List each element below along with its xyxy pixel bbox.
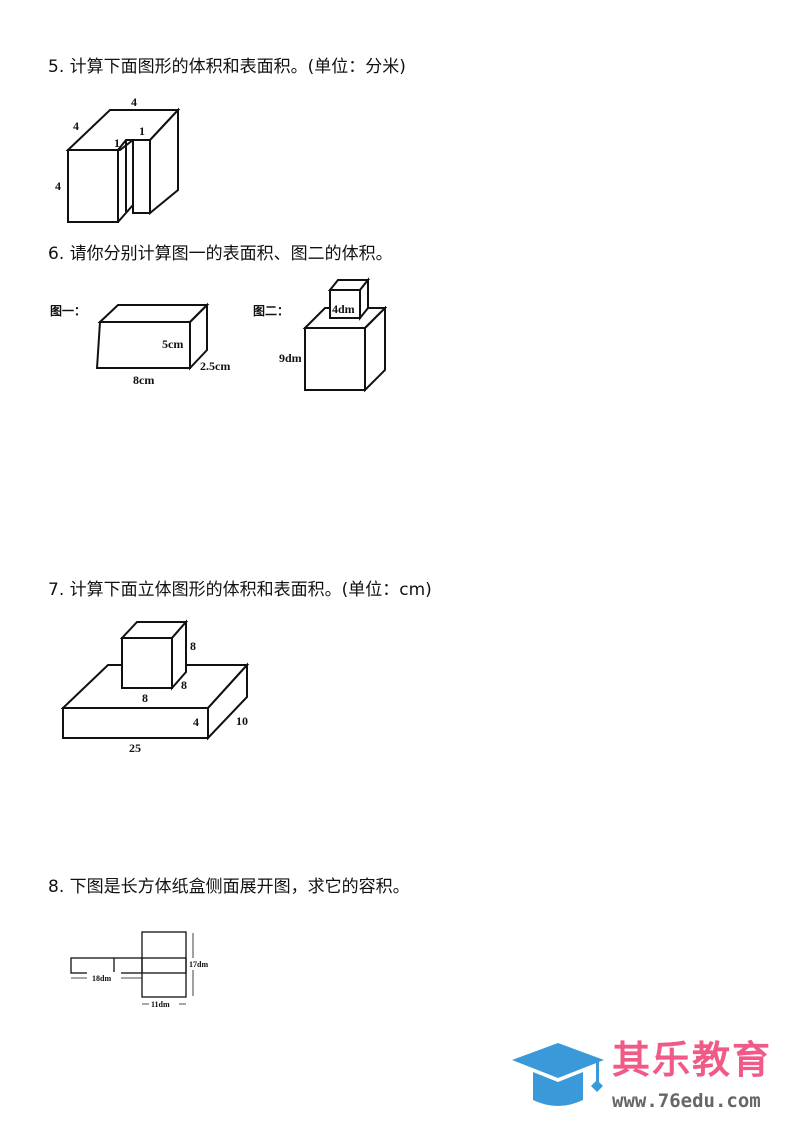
dim-label: 1 [114, 136, 120, 150]
question-6: 6. 请你分别计算图一的表面积、图二的体积。 [48, 244, 393, 264]
dim-label: 25 [129, 741, 141, 755]
question-7: 7. 计算下面立体图形的体积和表面积。(单位：cm) [48, 580, 432, 600]
figure-title: 图一： [50, 304, 86, 318]
question-8: 8. 下图是长方体纸盒侧面展开图，求它的容积。 [48, 877, 410, 897]
dim-label: 8 [142, 691, 148, 705]
dim-label: 2.5cm [200, 359, 230, 373]
dim-label: 11dm [151, 1000, 170, 1009]
dim-label: 1 [139, 124, 145, 138]
dim-label: 4 [55, 179, 61, 193]
graduation-cap-icon [512, 1043, 604, 1106]
logo-name: 其乐教育 [612, 1038, 773, 1082]
dim-label: 8cm [133, 373, 154, 387]
dim-label: 4dm [332, 302, 355, 316]
question-5: 5. 计算下面图形的体积和表面积。(单位：分米) [48, 57, 406, 77]
dim-label: 4 [73, 119, 79, 133]
figure-title: 图二： [253, 304, 289, 318]
dim-label: 8 [190, 639, 196, 653]
dim-label: 4 [131, 95, 137, 109]
logo-url: www.76edu.com [612, 1090, 761, 1112]
dim-label: 5cm [162, 337, 183, 351]
dim-label: 8 [181, 678, 187, 692]
dim-label: 17dm [189, 960, 208, 969]
dim-label: 18dm [92, 974, 111, 983]
figure-8-net: 17dm 18dm 11dm [70, 931, 215, 1009]
dim-label: 9dm [279, 351, 302, 365]
figure-5-notched-block: 4 4 1 1 4 [55, 95, 181, 223]
dim-label: 4 [193, 715, 199, 729]
figure-6-1-cuboid: 图一： 5cm 2.5cm 8cm [50, 302, 230, 387]
figure-7-cube-on-slab: 8 8 8 4 10 25 [60, 619, 250, 755]
figure-6-2-stacked-cubes: 图二： 4dm 9dm [253, 277, 388, 393]
dim-label: 10 [236, 714, 248, 728]
